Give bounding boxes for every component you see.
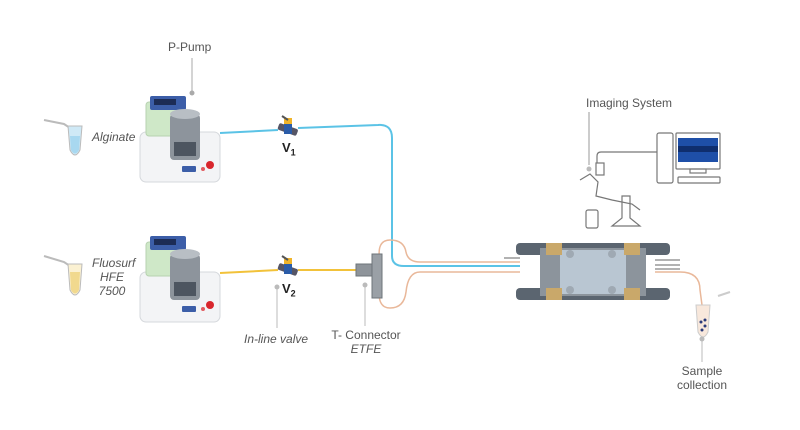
valve-1-letter: V [282,140,291,155]
valve-2-icon [277,255,298,276]
valve-2-letter: V [282,281,291,296]
pump-label: P-Pump [168,40,212,54]
t-connector-outlet-bottom [378,271,520,309]
t-connector-outlet-top [378,239,520,263]
imaging-screen-band [678,146,718,152]
imaging-system-icon [579,112,721,229]
fluosurf-vial-icon [43,255,83,296]
t-connector-label-line2: ETFE [350,342,382,356]
sample-collection-tube-icon [695,291,731,338]
p-pump-1-icon [139,96,221,183]
valve-1-label: V1 [282,140,296,158]
fluosurf-label: Fluosurf HFE 7500 [92,256,136,298]
alginate-tube [219,123,520,267]
sample-leader-dot [699,336,705,342]
valve-2-subscript: 2 [290,288,296,299]
sample-collection-label: Sample collection [672,364,732,392]
valve-1-icon [277,115,298,136]
inline-valve-label: In-line valve [244,332,309,346]
chip-outlet-tube [655,271,703,306]
pump-leader-dot [189,90,195,96]
alginate-label: Alginate [92,130,136,144]
valve-2-label: V2 [282,281,296,299]
inline-valve-leader-dot [274,284,280,290]
p-pump-2-icon [139,236,221,323]
oil-tube [219,269,356,274]
microfluidic-chip-icon [516,243,670,300]
imaging-leader-dot [586,166,592,172]
alginate-vial-icon [43,119,83,156]
sample-label-line1: Sample [681,364,723,378]
sample-label-line2: collection [676,378,728,392]
t-connector-leader-dot [362,282,368,288]
fluosurf-label-line1: Fluosurf [92,256,136,270]
t-connector-label-line1: T- Connector [331,328,401,342]
valve-1-subscript: 1 [290,147,296,158]
fluosurf-label-line3: 7500 [98,284,126,298]
t-connector-icon [355,253,383,299]
t-connector-label: T- Connector ETFE [326,328,406,356]
fluosurf-label-line2: HFE [100,270,124,284]
imaging-system-label: Imaging System [586,96,673,110]
